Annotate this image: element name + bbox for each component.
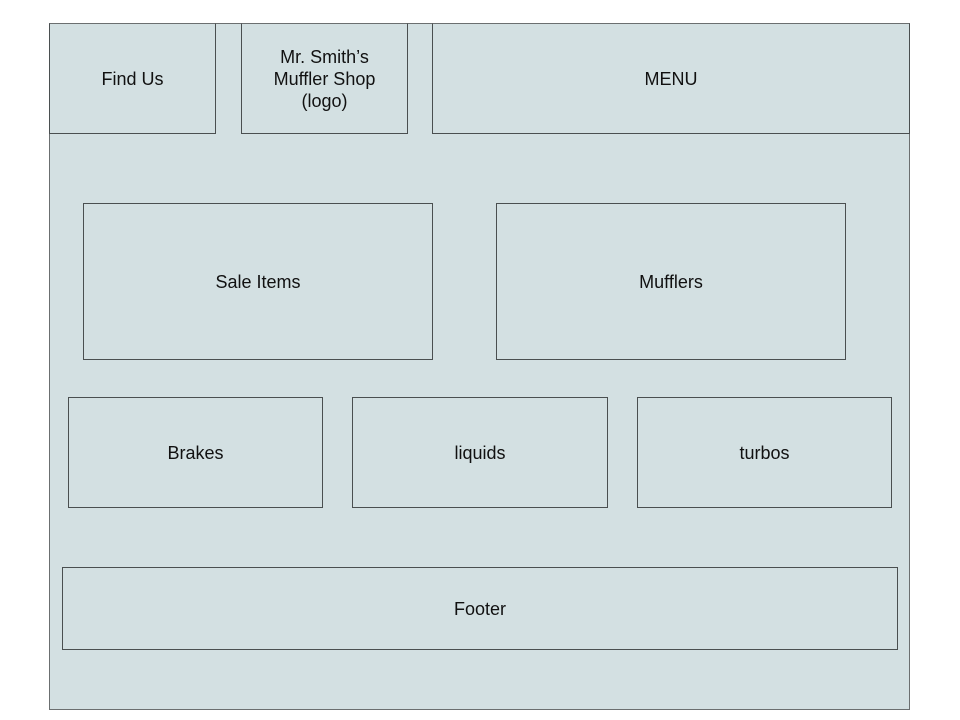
footer-label: Footer [453,598,507,619]
turbos-section[interactable]: turbos [637,397,892,508]
mufflers-label: Mufflers [639,271,703,292]
menu-label: MENU [644,68,698,89]
footer: Footer [62,567,898,650]
menu-bar[interactable]: MENU [432,23,910,134]
liquids-label: liquids [454,442,506,463]
find-us-label: Find Us [101,68,164,89]
brakes-label: Brakes [167,442,224,463]
brakes-section[interactable]: Brakes [68,397,323,508]
turbos-label: turbos [739,442,790,463]
sale-items-section[interactable]: Sale Items [83,203,433,360]
mufflers-section[interactable]: Mufflers [496,203,846,360]
logo-placeholder[interactable]: Mr. Smith’s Muffler Shop (logo) [241,23,408,134]
liquids-section[interactable]: liquids [352,397,608,508]
find-us-link[interactable]: Find Us [49,23,216,134]
logo-label: Mr. Smith’s Muffler Shop (logo) [273,46,376,111]
sale-items-label: Sale Items [215,271,301,292]
